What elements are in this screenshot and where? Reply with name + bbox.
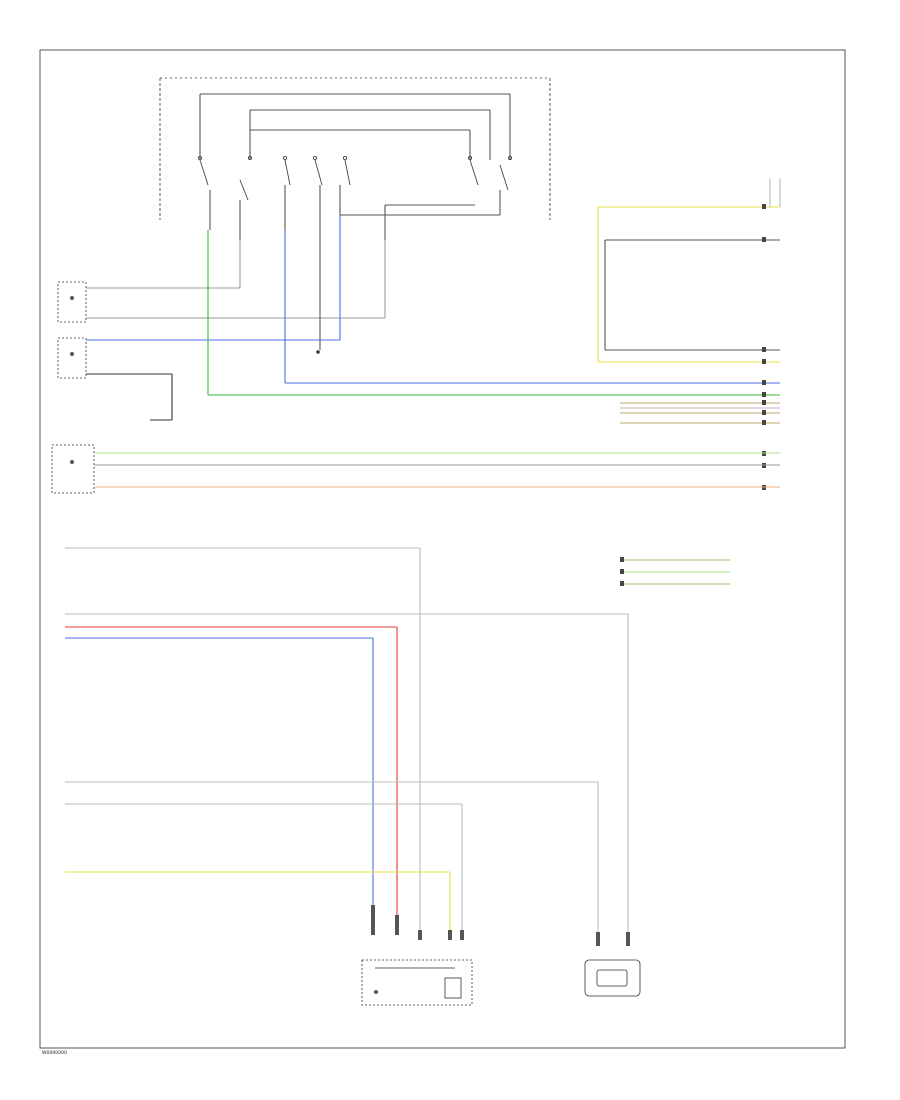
actuator-component xyxy=(361,905,473,1006)
front-sensor-box xyxy=(57,281,87,323)
switch-contacts xyxy=(197,155,513,201)
bottom-right-sensor xyxy=(584,932,641,997)
sensor-box xyxy=(584,959,641,997)
left-sensor-group xyxy=(51,281,95,494)
left-sensor-box xyxy=(57,337,87,379)
diagram-frame xyxy=(39,49,846,1049)
module-pins xyxy=(762,204,766,490)
footer-code: W0000000 xyxy=(42,1050,67,1056)
lower-right-connector xyxy=(620,557,730,586)
switch-assembly xyxy=(159,77,551,240)
lower-sensor-box xyxy=(51,444,95,494)
actuator-box xyxy=(361,959,473,1006)
right-module xyxy=(597,178,781,490)
